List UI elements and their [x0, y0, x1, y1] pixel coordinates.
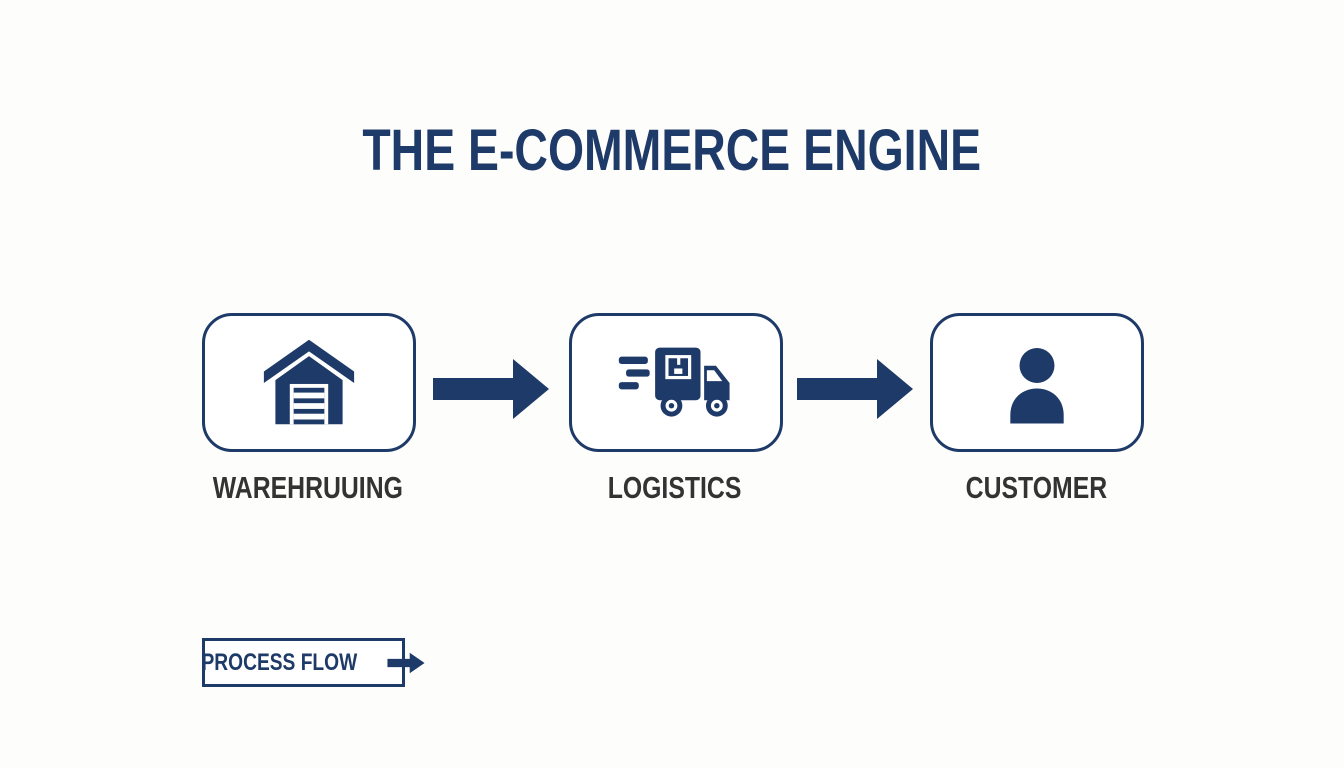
- step-label-logistics-text: LOGISTICS: [608, 470, 742, 505]
- warehouse-icon: [261, 339, 357, 427]
- legend-label-text: PROCESS FLOW: [201, 648, 358, 676]
- step-label-logistics: LOGISTICS: [525, 472, 825, 503]
- step-label-customer-text: CUSTOMER: [965, 470, 1107, 505]
- delivery-truck-icon: [617, 342, 735, 424]
- step-card-warehousing: [202, 313, 416, 452]
- step-card-logistics: [569, 313, 783, 452]
- process-flow-legend: PROCESS FLOW: [202, 638, 425, 687]
- page-title-text: THE E-COMMERCE ENGINE: [362, 118, 982, 183]
- right-arrow-icon: [797, 357, 914, 421]
- right-arrow-icon: [433, 357, 550, 421]
- person-icon: [991, 337, 1083, 429]
- step-label-warehousing-text: WAREHRUUING: [212, 470, 404, 505]
- step-label-customer: CUSTOMER: [886, 472, 1186, 503]
- step-label-warehousing: WAREHRUUING: [158, 472, 458, 503]
- page-title: THE E-COMMERCE ENGINE: [0, 122, 1344, 180]
- right-arrow-icon: [387, 650, 425, 676]
- step-card-customer: [930, 313, 1144, 452]
- legend-label: PROCESS FLOW: [182, 648, 377, 676]
